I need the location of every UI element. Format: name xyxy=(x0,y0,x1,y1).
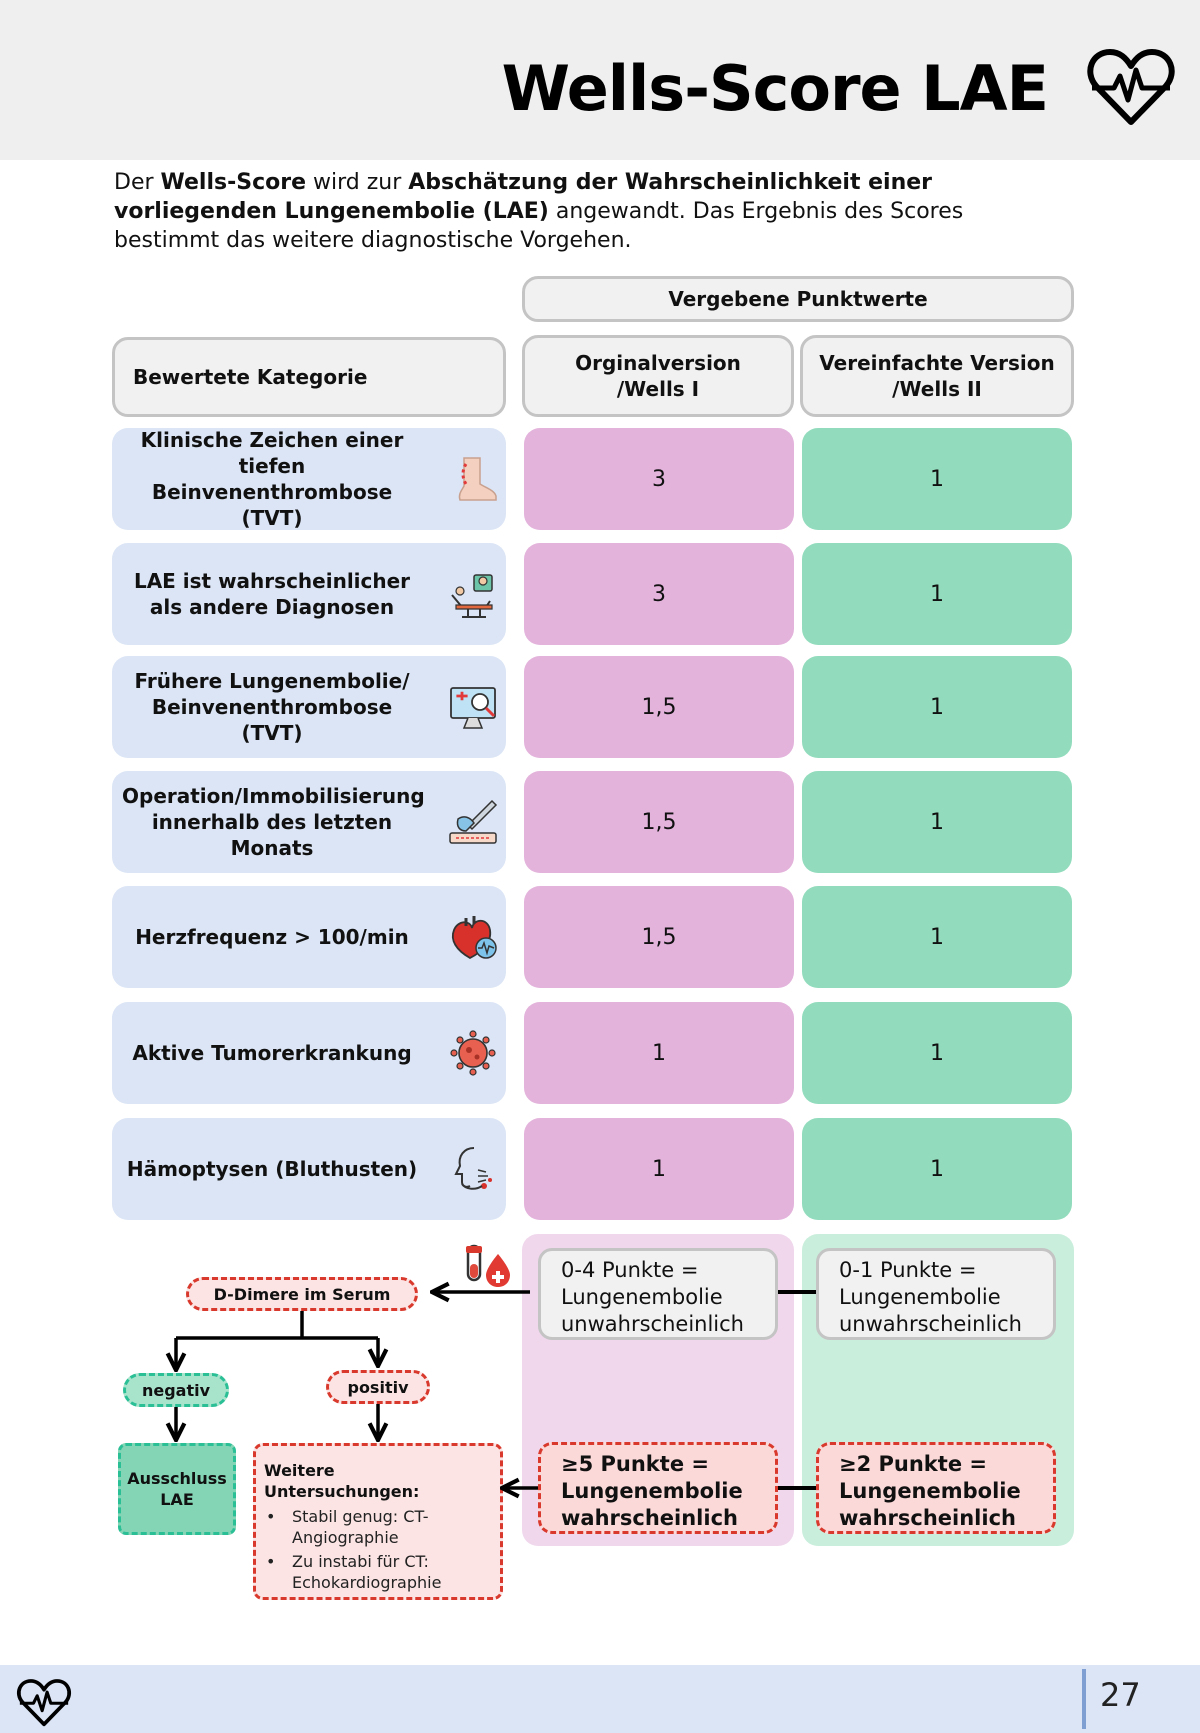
points-group-header: Vergebene Punktwerte xyxy=(522,276,1074,322)
simplified-score-cell: 1 xyxy=(802,1118,1072,1220)
further-investigations-title: Weitere Untersuchungen: xyxy=(264,1461,420,1501)
coughing-icon xyxy=(448,1144,498,1194)
page-header xyxy=(0,0,1200,160)
blood-test-icon xyxy=(466,1244,510,1287)
heartbeat-logo-icon xyxy=(17,1679,71,1727)
page-number: 27 xyxy=(1100,1676,1141,1714)
list-item: Zu instabi für CT: Echokardiographie xyxy=(264,1551,492,1593)
medical-monitor-icon xyxy=(448,682,498,732)
original-score-cell: 3 xyxy=(524,543,794,645)
category-row: Frühere Lungenembolie/ Beinvenenthrombos… xyxy=(112,656,506,758)
category-row: Herzfrequenz > 100/min xyxy=(112,886,506,988)
simplified-low-result: 0-1 Punkte = Lungenembolie unwahrscheinl… xyxy=(816,1248,1056,1340)
original-score-cell: 3 xyxy=(524,428,794,530)
category-row: Aktive Tumorerkrankung xyxy=(112,1002,506,1104)
category-row: LAE ist wahrscheinlicher als andere Diag… xyxy=(112,543,506,645)
negative-badge: negativ xyxy=(123,1373,229,1407)
further-investigations-list: Stabil genug: CT-Angiographie Zu instabi… xyxy=(264,1506,492,1593)
exclusion-box: Ausschluss LAE xyxy=(118,1443,236,1535)
category-label: Herzfrequenz > 100/min xyxy=(135,925,409,949)
category-row: Klinische Zeichen einer tiefen Beinvenen… xyxy=(112,428,506,530)
category-label: LAE ist wahrscheinlicher als andere Diag… xyxy=(133,569,411,619)
category-row: Hämoptysen (Bluthusten) xyxy=(112,1118,506,1220)
simplified-score-cell: 1 xyxy=(802,886,1072,988)
intro-paragraph: Der Wells-Score wird zur Abschätzung der… xyxy=(114,170,964,253)
original-score-cell: 1,5 xyxy=(524,656,794,758)
original-score-cell: 1 xyxy=(524,1002,794,1104)
original-column-header: Orginalversion /Wells I xyxy=(522,335,794,417)
positive-badge: positiv xyxy=(326,1370,430,1404)
further-investigations-box: Weitere Untersuchungen: Stabil genug: CT… xyxy=(253,1443,503,1600)
simplified-score-cell: 1 xyxy=(802,1002,1072,1104)
heart-icon xyxy=(448,912,498,962)
doctor-patient-icon xyxy=(448,569,498,619)
simplified-score-cell: 1 xyxy=(802,771,1072,873)
category-label: Aktive Tumorerkrankung xyxy=(132,1041,412,1065)
scalpel-icon xyxy=(448,797,498,847)
tumor-cell-icon xyxy=(448,1028,498,1078)
category-label: Klinische Zeichen einer tiefen Beinvenen… xyxy=(140,428,404,530)
original-score-cell: 1,5 xyxy=(524,886,794,988)
original-score-cell: 1 xyxy=(524,1118,794,1220)
list-item: Stabil genug: CT-Angiographie xyxy=(264,1506,492,1548)
heartbeat-logo-icon xyxy=(1087,49,1175,125)
original-high-result: ≥5 Punkte = Lungenembolie wahrscheinlich xyxy=(538,1442,778,1534)
original-score-cell: 1,5 xyxy=(524,771,794,873)
category-row: Operation/Immobilisierung innerhalb des … xyxy=(112,771,506,873)
category-label: Frühere Lungenembolie/ Beinvenenthrombos… xyxy=(134,669,410,745)
leg-icon xyxy=(448,454,498,504)
page-footer xyxy=(0,1665,1200,1733)
page-number-divider xyxy=(1082,1669,1086,1729)
simplified-column-header: Vereinfachte Version /Wells II xyxy=(800,335,1074,417)
category-label: Operation/Immobilisierung innerhalb des … xyxy=(122,784,425,860)
ddimer-box: D-Dimere im Serum xyxy=(186,1277,418,1311)
original-low-result: 0-4 Punkte = Lungenembolie unwahrscheinl… xyxy=(538,1248,778,1340)
category-column-header: Bewertete Kategorie xyxy=(112,337,506,417)
simplified-score-cell: 1 xyxy=(802,656,1072,758)
simplified-score-cell: 1 xyxy=(802,428,1072,530)
simplified-score-cell: 1 xyxy=(802,543,1072,645)
category-label: Hämoptysen (Bluthusten) xyxy=(126,1157,418,1181)
page-title: Wells-Score LAE xyxy=(501,52,1049,125)
simplified-high-result: ≥2 Punkte = Lungenembolie wahrscheinlich xyxy=(816,1442,1056,1534)
